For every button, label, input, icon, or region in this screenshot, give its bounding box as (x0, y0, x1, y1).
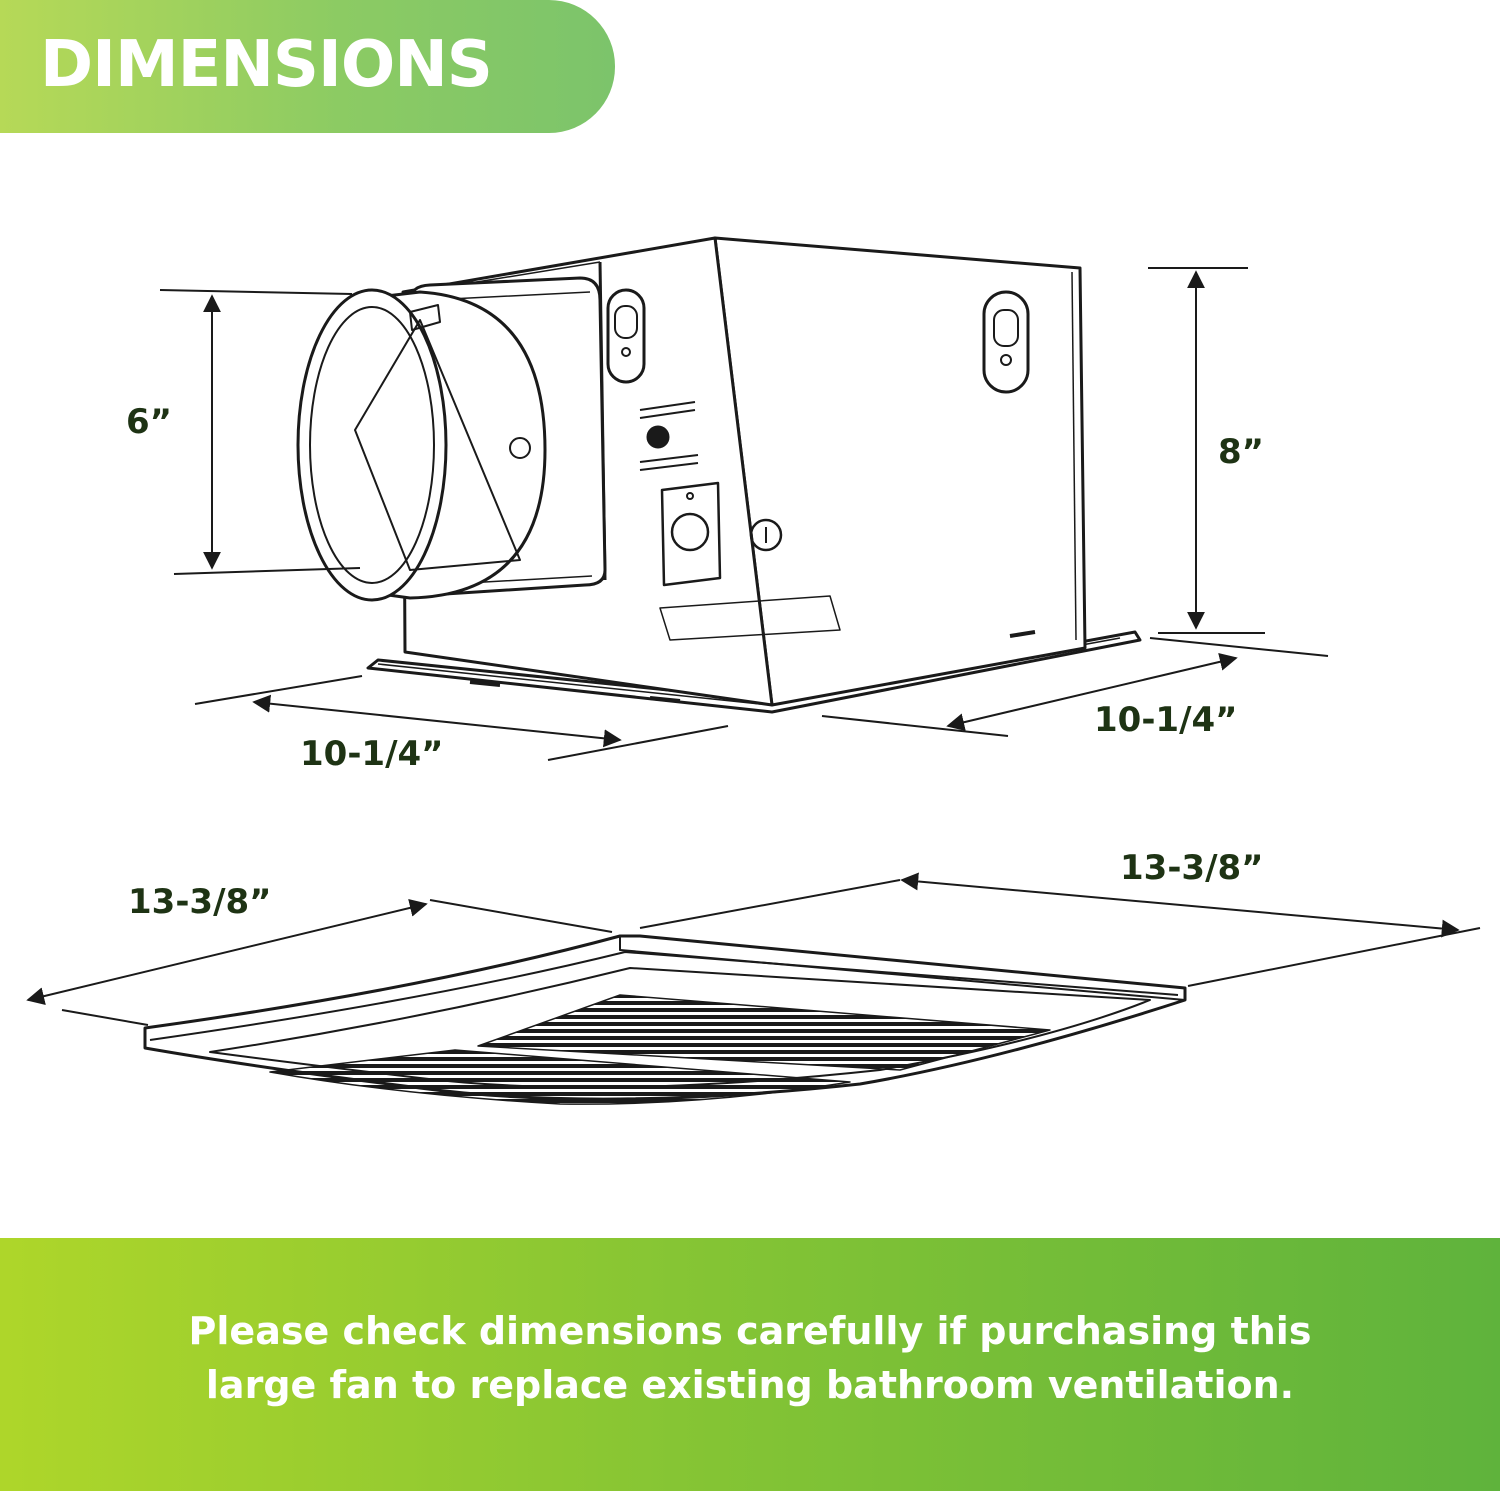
footer-note: Please check dimensions carefully if pur… (0, 1304, 1500, 1412)
grille-width-right-label: 13-3/8” (1120, 848, 1264, 888)
page-title: DIMENSIONS (40, 28, 493, 102)
duct-diameter-label: 6” (126, 402, 173, 442)
dimension-diagram (26, 236, 1481, 1105)
title-banner: DIMENSIONS (0, 0, 615, 133)
footer-banner: Please check dimensions carefully if pur… (0, 1238, 1500, 1491)
housing-width-left-label: 10-1/4” (300, 734, 444, 774)
grille-dimension-lines (26, 872, 1481, 1026)
grille-drawing (143, 934, 1187, 1105)
grille-width-left-label: 13-3/8” (128, 882, 272, 922)
footer-line-1: Please check dimensions carefully if pur… (188, 1309, 1312, 1353)
housing-width-right-label: 10-1/4” (1094, 700, 1238, 740)
housing-dimension-lines (159, 267, 1329, 761)
housing-height-label: 8” (1218, 432, 1265, 472)
footer-line-2: large fan to replace existing bathroom v… (205, 1363, 1295, 1407)
fan-housing-drawing (296, 236, 1142, 714)
